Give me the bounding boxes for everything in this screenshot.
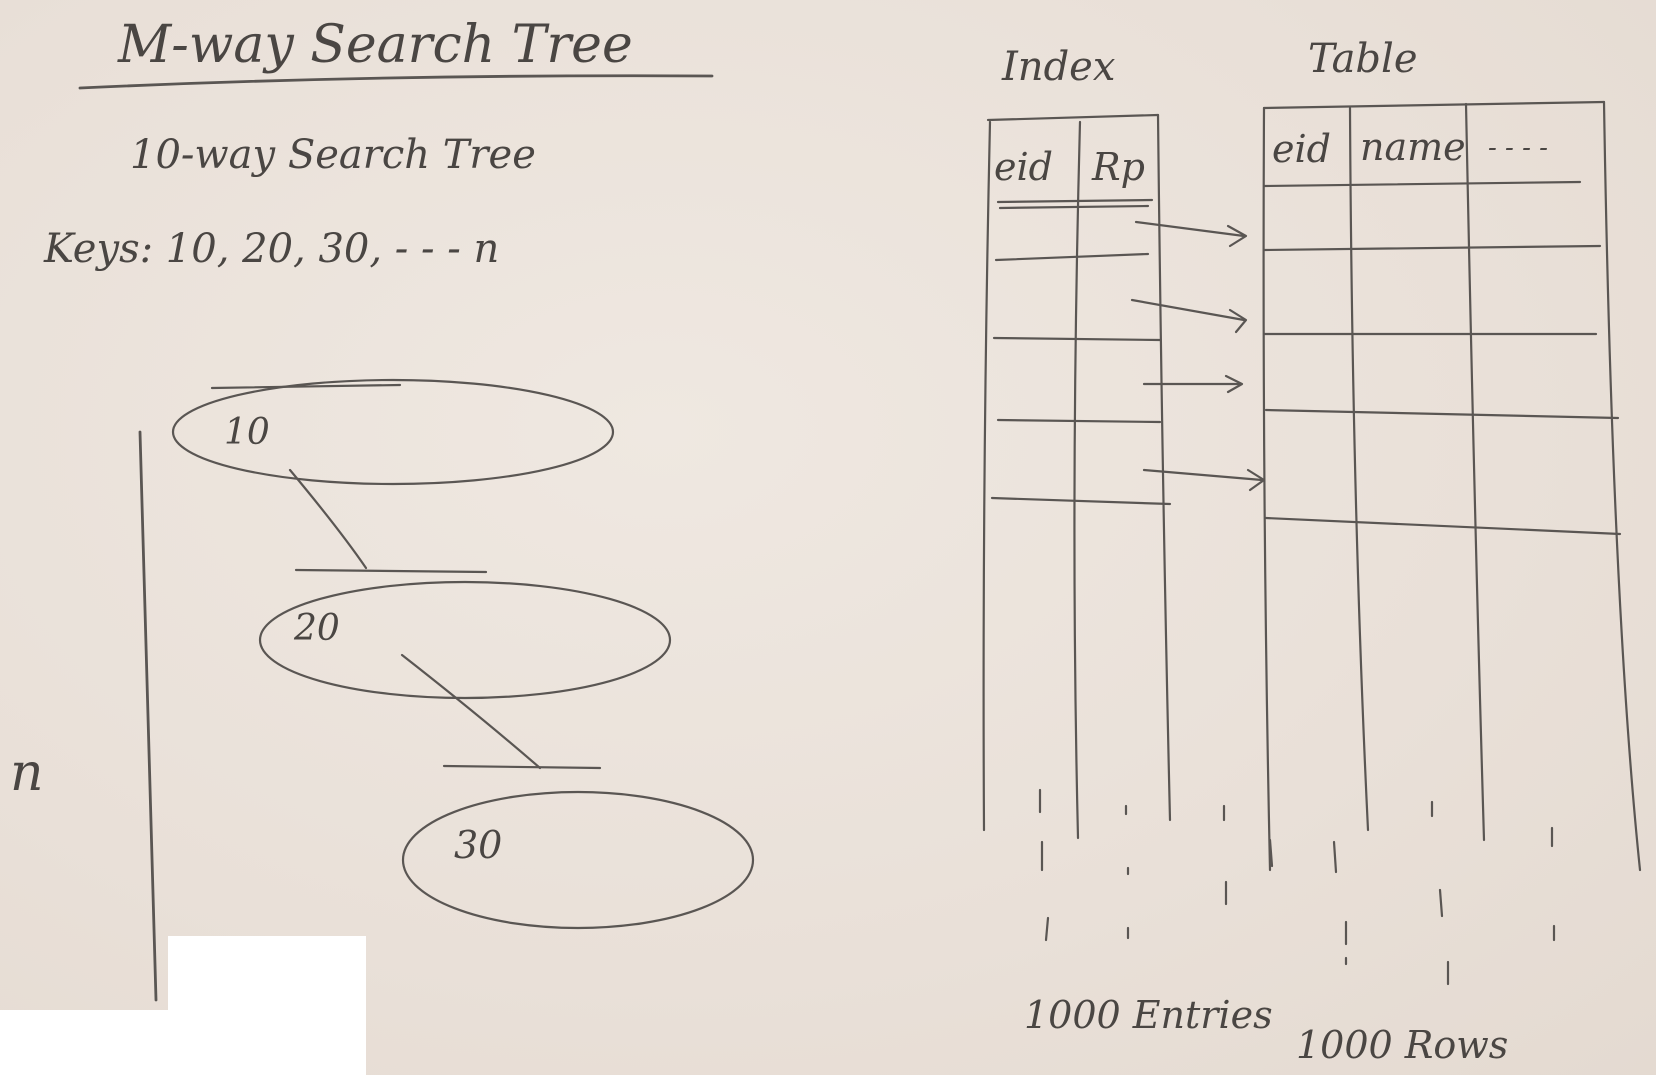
node-20-topline xyxy=(294,568,488,574)
node-20-key: 20 xyxy=(293,608,340,649)
title-text: M-way Search Tree xyxy=(117,15,633,75)
table-title: Table xyxy=(1308,36,1418,82)
keys-text: Keys: 10, 20, 30, - - - n xyxy=(43,226,499,272)
node-30-topline xyxy=(442,764,602,770)
white-overlay-block xyxy=(0,1010,168,1075)
table-col-name: name xyxy=(1360,125,1466,169)
table-col-more: - - - - xyxy=(1488,133,1548,163)
table-col-eid: eid xyxy=(1272,127,1331,171)
link-20-30 xyxy=(400,653,542,770)
index-title: Index xyxy=(1001,44,1115,90)
height-bracket xyxy=(138,430,158,1002)
node-10-topline xyxy=(210,383,402,390)
node-20-ellipse xyxy=(258,580,672,700)
white-overlay-block-tall xyxy=(168,936,366,1075)
index-grid xyxy=(982,113,1172,840)
table-footer: 1000 Rows xyxy=(1296,1023,1508,1067)
index-col-eid: eid xyxy=(994,145,1053,189)
node-10-key: 10 xyxy=(224,412,270,453)
link-10-20 xyxy=(288,468,368,570)
subtitle-text: 10-way Search Tree xyxy=(130,132,536,178)
table-grid xyxy=(1262,100,1642,872)
node-30-ellipse xyxy=(401,790,755,930)
continuation-ticks xyxy=(1038,788,1556,986)
title-underline xyxy=(78,74,714,90)
index-footer: 1000 Entries xyxy=(1024,993,1273,1037)
node-10-ellipse xyxy=(171,378,615,486)
node-30-key: 30 xyxy=(454,823,502,867)
index-col-rp: Rp xyxy=(1091,145,1145,189)
row-pointer-arrows xyxy=(1130,220,1266,492)
height-label: n xyxy=(10,743,44,803)
